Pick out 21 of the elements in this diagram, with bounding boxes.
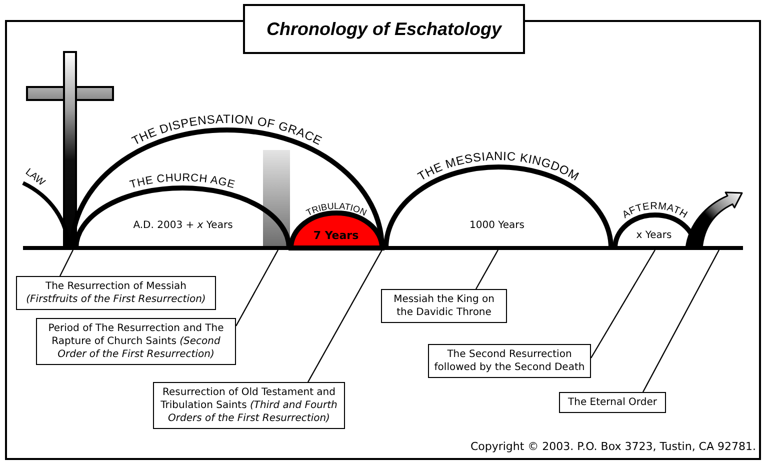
diagram-title: Chronology of Eschatology [243,4,525,54]
callout-box: The Second Resurrection followed by the Second Death [428,344,591,378]
duration-label: A.D. 2003 + x Years [133,220,233,232]
arc-label: AFTERMATH [620,200,690,221]
leader-line [590,250,656,358]
leader-line [59,250,74,276]
callout-box: Resurrection of Old Testament and Tribulation Saints (Third and Fourth Orders of the First Resurrection) [153,382,345,429]
arc-label: LAW [23,166,47,188]
callout-box: Period of The Resurrection and The Rapture of Church Saints (Second Order of the First Resurrection) [36,318,236,365]
leader-line [235,250,279,326]
callout-box: Messiah the King on the Davidic Throne [381,289,507,323]
leader-line [475,250,499,290]
duration-label: 1000 Years [470,220,524,232]
footer-note: Copyright © 2003. P.O. Box 3723, Tustin, CA 92781. [470,440,756,453]
duration-label: x Years [636,230,672,242]
arc-label: THE CHURCH AGE [128,172,236,192]
callout-box: The Eternal Order [559,392,666,413]
duration-label: 7 Years [313,230,359,242]
leader-line [642,250,720,392]
callout-box: The Resurrection of Messiah (Firstfruits of the First Resurrection) [16,276,216,310]
leader-line [307,250,383,382]
